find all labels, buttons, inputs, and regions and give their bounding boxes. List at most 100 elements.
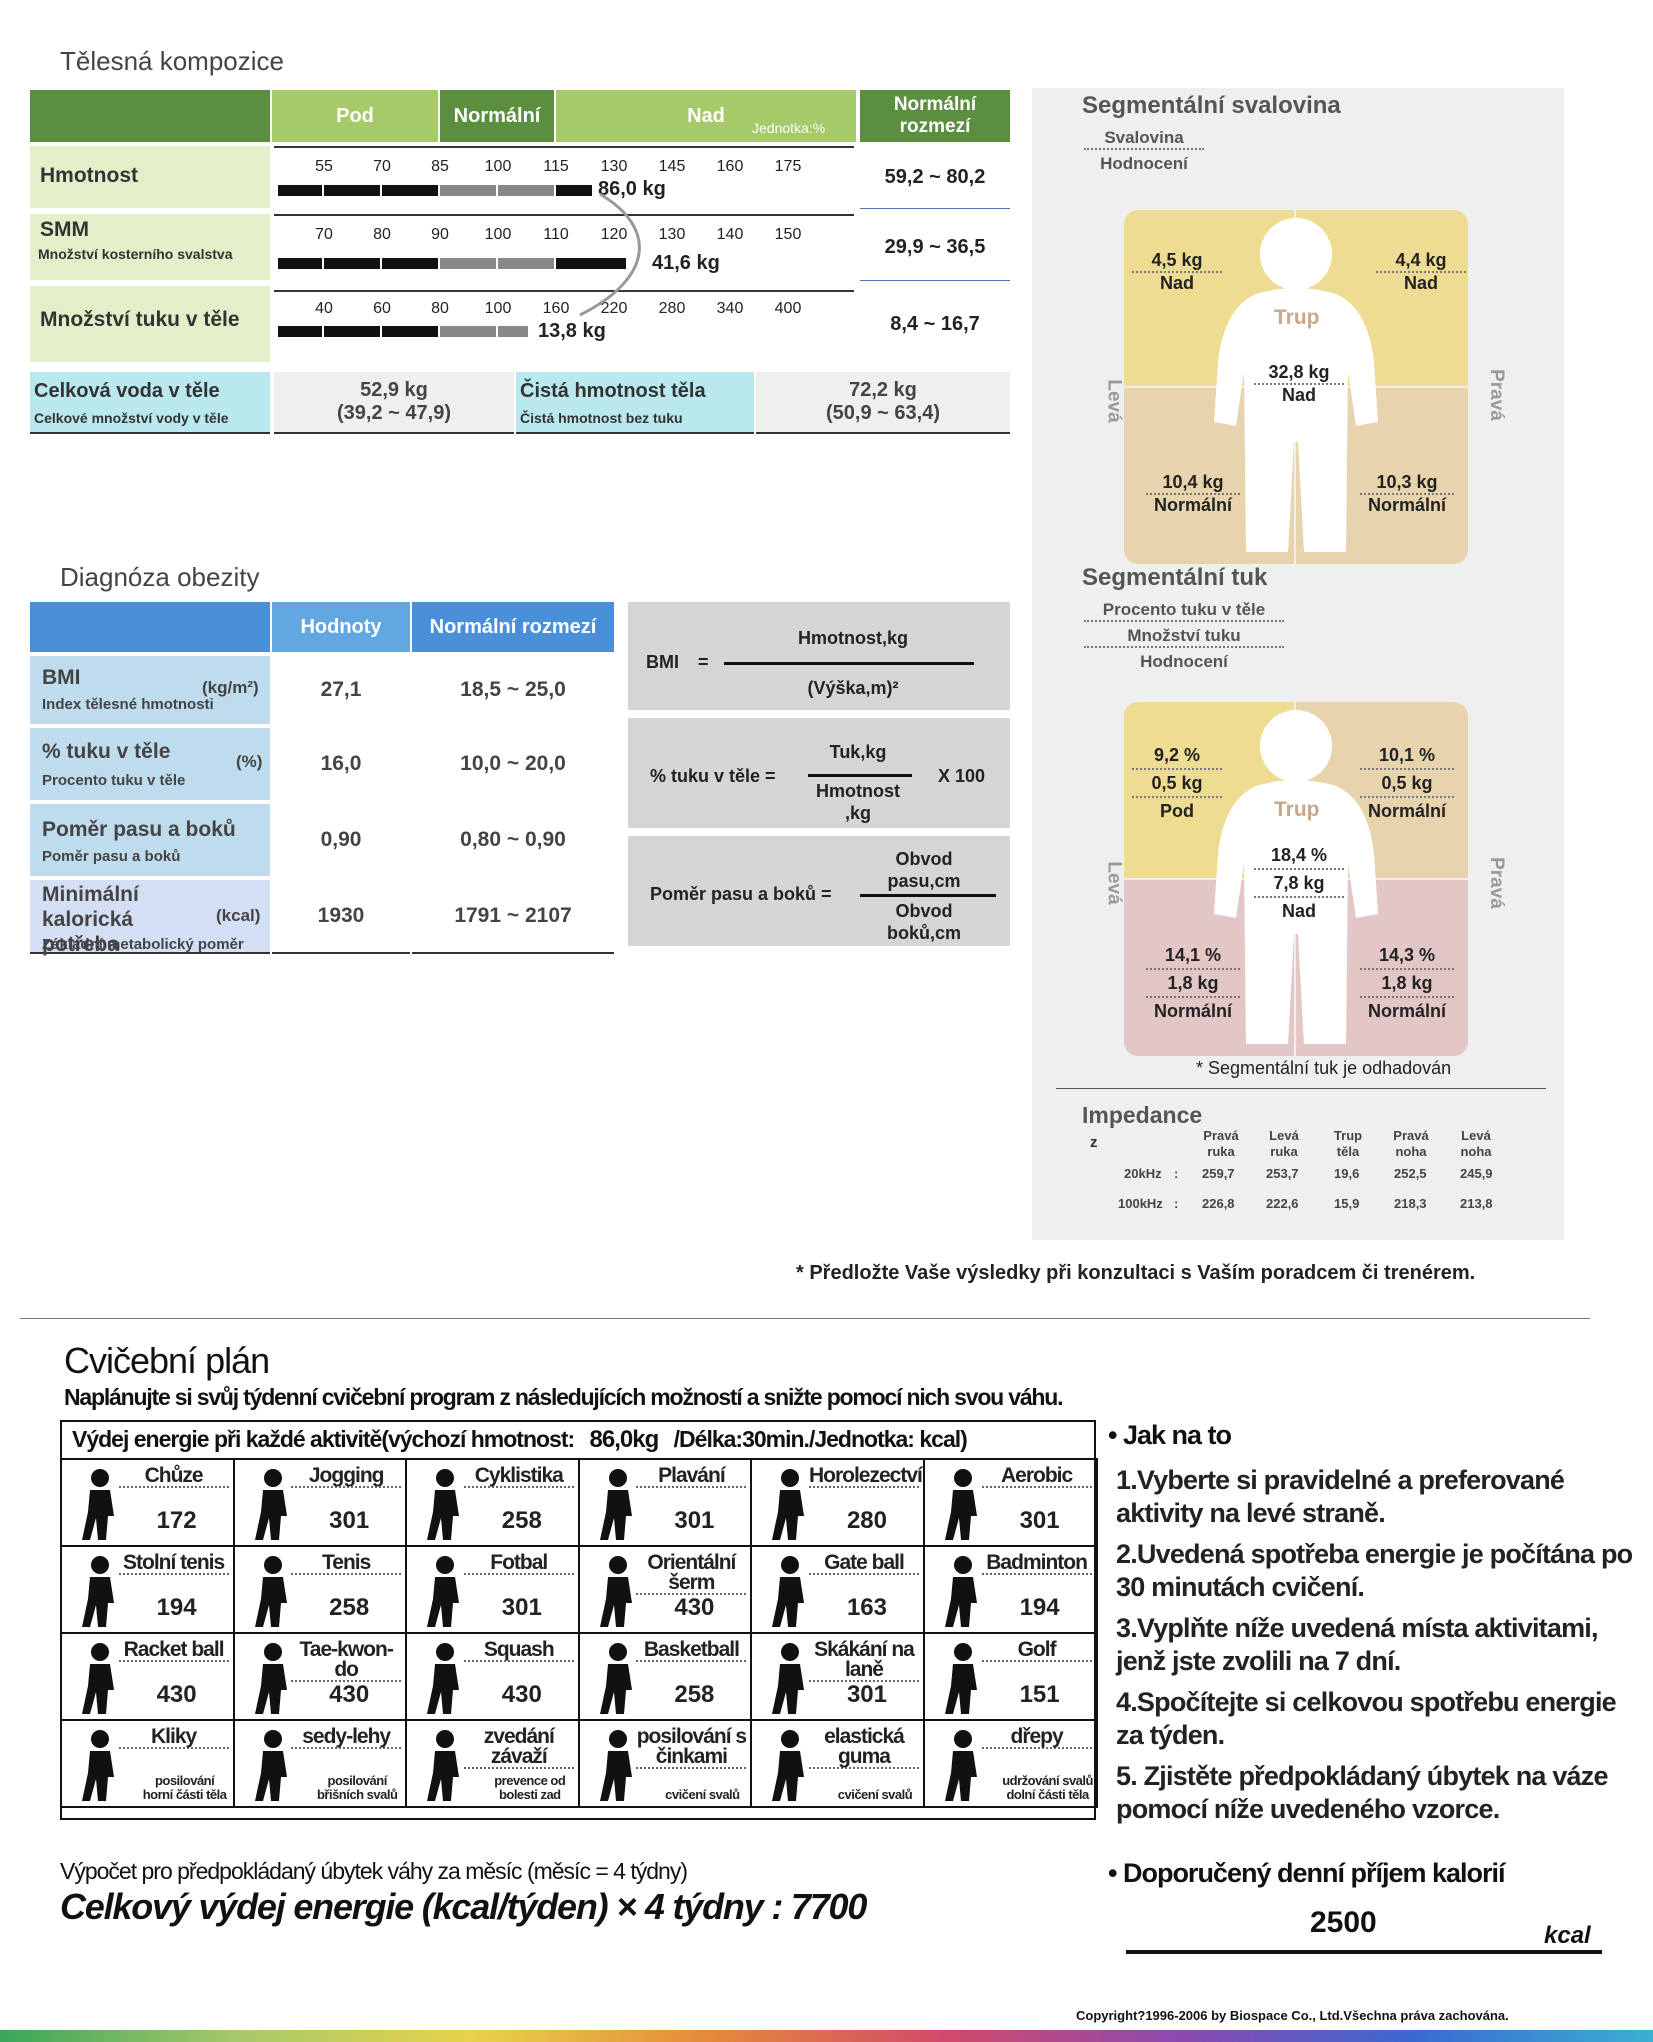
table-hdr-a: Výdej energie při každé aktivitě(výchozí… bbox=[72, 1426, 575, 1452]
row-smm-bar bbox=[278, 258, 648, 269]
muscle-side-left: Levá bbox=[1103, 379, 1125, 423]
fat-left-arm-pct: 9,2 % bbox=[1132, 742, 1222, 770]
consult-note: * Předložte Vaše výsledky při konzultaci… bbox=[796, 1262, 1476, 1284]
squat-icon bbox=[945, 1730, 977, 1801]
section-divider bbox=[20, 1318, 1590, 1319]
obesity-row-fat-name: % tuku v těle bbox=[42, 740, 171, 763]
tick: 145 bbox=[658, 158, 686, 175]
impedance-col-2b: těla bbox=[1336, 1144, 1360, 1159]
fat-trunk: 18,4 % 7,8 kg Nad bbox=[1254, 842, 1344, 924]
jog-icon bbox=[254, 1469, 287, 1540]
gate-icon bbox=[772, 1556, 805, 1627]
muscle-left-leg-value: 10,4 kg bbox=[1146, 472, 1240, 495]
formula-whr-num1: Obvod bbox=[895, 849, 953, 869]
intake-unit: kcal bbox=[1544, 1922, 1591, 1949]
tick: 220 bbox=[600, 300, 628, 317]
fat-right-leg-value: 1,8 kg bbox=[1360, 970, 1454, 998]
lean-values: 72,2 kg (50,9 ~ 63,4) bbox=[756, 372, 1010, 434]
activity-kcal: 430 bbox=[329, 1681, 370, 1708]
hdr-under: Pod bbox=[272, 90, 438, 142]
howto-title: • Jak na to bbox=[1108, 1420, 1232, 1450]
dumbbell-icon bbox=[599, 1730, 632, 1801]
obesity-row-fat-range: 10,0 ~ 20,0 bbox=[460, 752, 566, 775]
howto-step-5: 5. Zjistěte předpokládaný úbytek na váze… bbox=[1116, 1761, 1608, 1824]
tick: 40 bbox=[315, 300, 333, 317]
unit-note: Jednotka:% bbox=[752, 120, 826, 136]
water-range: (39,2 ~ 47,9) bbox=[337, 402, 451, 424]
imp-val: 15,9 bbox=[1334, 1196, 1360, 1211]
tick: 280 bbox=[658, 300, 686, 317]
howto-step-2: 2.Uvedená spotřeba energie je počítána p… bbox=[1116, 1539, 1633, 1602]
seg-fat-legend1: Procento tuku v těle bbox=[1084, 600, 1284, 622]
activity-name: posilování s činkami bbox=[636, 1725, 747, 1769]
fat-right-arm-eval: Normální bbox=[1367, 801, 1446, 821]
howto-step-3: 3.Vyplňte níže uvedená místa aktivitami,… bbox=[1116, 1613, 1598, 1676]
obesity-row-bmi-range: 18,5 ~ 25,0 bbox=[460, 678, 566, 701]
activity-benefit: posilování horní části těla bbox=[142, 1773, 227, 1802]
activity-kcal: 151 bbox=[1019, 1681, 1060, 1708]
water-value: 52,9 kg bbox=[360, 379, 428, 401]
formula-bmi-lhs: BMI = bbox=[646, 652, 709, 673]
plan-subtitle: Naplánujte si svůj týdenní cvičební prog… bbox=[64, 1384, 1063, 1410]
activity-name: Tenis bbox=[291, 1552, 402, 1575]
formula-bmi-eq: = bbox=[698, 652, 709, 672]
obesity-hdr-values: Hodnoty bbox=[272, 602, 410, 652]
tkd-icon bbox=[254, 1643, 287, 1714]
activity-name: Racket ball bbox=[118, 1639, 229, 1662]
howto-step-4: 4.Spočítejte si celkovou spotřebu energi… bbox=[1116, 1687, 1617, 1750]
muscle-side-right: Pravá bbox=[1485, 369, 1507, 421]
obesity-row-whr-box bbox=[30, 804, 270, 876]
activity-name: Plavání bbox=[636, 1465, 747, 1488]
muscle-left-arm: 4,5 kg Nad bbox=[1132, 250, 1222, 294]
howto-step-1: 1.Vyberte si pravidelné a preferované ak… bbox=[1116, 1465, 1565, 1528]
fat-right-leg-eval: Normální bbox=[1367, 1001, 1446, 1021]
row-fat-value: 13,8 kg bbox=[538, 320, 606, 342]
water-label-box bbox=[30, 372, 270, 434]
tick: 90 bbox=[431, 226, 449, 243]
activity-kcal: 163 bbox=[846, 1594, 887, 1621]
swim-icon bbox=[599, 1469, 632, 1540]
activity-benefit: udržování svalů dolní části těla bbox=[1002, 1773, 1093, 1802]
row-fat-ticks: 40 60 80 100 160 220 280 340 400 bbox=[274, 300, 854, 320]
row-smm-label-box bbox=[30, 214, 270, 280]
hdr-over: Nad bbox=[556, 90, 856, 142]
obesity-hdr-range: Normální rozmezí bbox=[412, 602, 614, 652]
formula-fat-den1: Hmotnost bbox=[816, 781, 900, 801]
activity-name: Stolní tenis bbox=[118, 1552, 229, 1575]
walk-icon bbox=[82, 1469, 114, 1540]
fat-right-leg-pct: 14,3 % bbox=[1360, 942, 1454, 970]
tick: 160 bbox=[542, 300, 570, 317]
activity-name: Horolezectví bbox=[808, 1464, 923, 1488]
hdr-normal: Normální bbox=[440, 90, 554, 142]
muscle-right-arm: 4,4 kg Nad bbox=[1376, 250, 1466, 294]
tick: 100 bbox=[484, 158, 512, 175]
seg-fat-note: * Segmentální tuk je odhadován bbox=[1196, 1058, 1452, 1078]
activity-kcal: 301 bbox=[846, 1681, 887, 1708]
imp-val: 222,6 bbox=[1266, 1196, 1299, 1211]
obesity-row-bmi-unit: (kg/m²) bbox=[202, 678, 259, 697]
obesity-row-whr-sub: Poměr pasu a boků bbox=[42, 848, 181, 865]
activity-name: Orientální šerm bbox=[636, 1552, 747, 1595]
water-sub: Celkové množství vody v těle bbox=[34, 410, 229, 426]
activity-name: Aerobic bbox=[981, 1465, 1092, 1488]
obesity-row-bmr-unit: (kcal) bbox=[216, 906, 261, 925]
activity-name: Chůze bbox=[118, 1465, 229, 1488]
activity-kcal: 258 bbox=[329, 1594, 370, 1621]
activity-table-header: Výdej energie při každé aktivitě(výchozí… bbox=[72, 1426, 968, 1454]
impedance-col-3b: noha bbox=[1395, 1144, 1427, 1159]
seg-muscle-legend1: Svalovina bbox=[1084, 128, 1204, 150]
activity-kcal: 194 bbox=[1019, 1594, 1060, 1621]
activity-name: Cyklistika bbox=[463, 1465, 574, 1488]
pushup-icon bbox=[82, 1730, 114, 1801]
formula-bmi-line bbox=[724, 662, 974, 665]
fat-left-leg-pct: 14,1 % bbox=[1146, 942, 1240, 970]
fat-right-leg: 14,3 % 1,8 kg Normální bbox=[1360, 942, 1454, 1024]
